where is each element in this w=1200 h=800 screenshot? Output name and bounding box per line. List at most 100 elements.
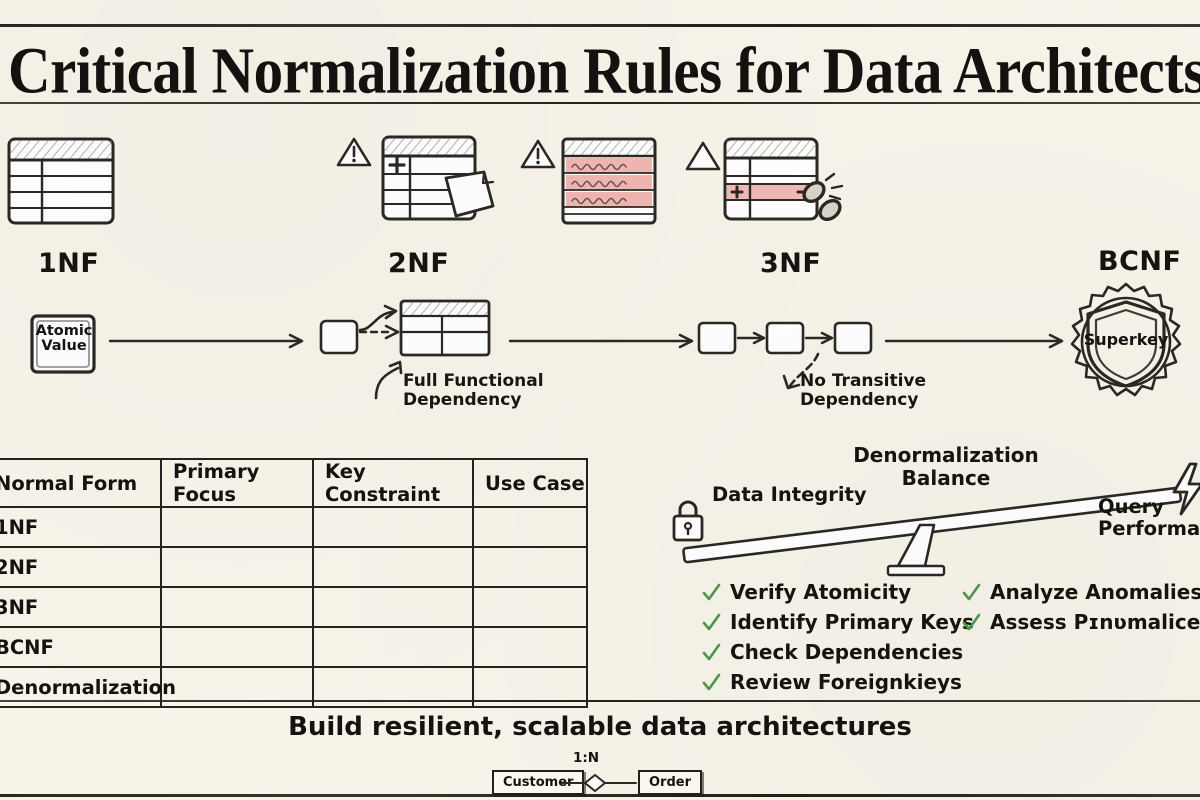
flow-chip-2nf [318,318,360,356]
cell-primary-focus [160,546,314,588]
checklist-item: Assess Pɪnʋmalice [962,610,1200,634]
cell-use-case [472,586,588,628]
flow-arrow-5 [884,332,1074,350]
ntd-hook-arrow [778,352,834,398]
table-row: BCNF [0,626,588,668]
checklist-column-left: Verify Atomicity Identify Primary Keys C… [702,580,974,700]
table-icon [6,136,118,228]
cell-normal-form: Denormalization [0,666,176,708]
annotation-full-functional-dependency: Full Functional Dependency [403,371,544,411]
cell-use-case [472,506,588,548]
table-row: 2NF [0,546,588,588]
ntd-line1: No Transitive [800,371,927,391]
table-row: 1NF [0,506,588,548]
flow-chip-c-highlighted [832,320,874,358]
col-header-use-case: Use Case [472,458,588,508]
flow-table-2nf [398,298,494,360]
check-icon [702,643,721,662]
check-icon [702,673,721,692]
cell-key-constraint [312,586,474,628]
table-row: Denormalization [0,666,588,708]
balance-title-line2: Balance [901,466,991,491]
checklist-item: Review Foreignkieys [702,670,974,694]
checklist-label: Verify Atomicity [730,580,912,604]
col-header-normal-form: Normal Form [0,458,162,508]
ffd-line1: Full Functional [403,371,544,391]
stage-label-1nf: 1NF [38,248,100,279]
checklist-label: Identify Primary Keys [730,610,974,634]
checklist-item: Verify Atomicity [702,580,974,604]
warning-triangle-icon [336,136,372,168]
stage-label-2nf: 2NF [388,248,450,279]
checklist-label: Assess Pɪnʋmalice [990,610,1200,634]
cell-use-case [472,626,588,668]
footer-tagline: Build resilient, scalable data architect… [288,712,912,742]
atomic-value-chip [28,312,100,376]
checklist-label: Review Foreignkieys [730,670,962,694]
er-entity-order: Order [638,770,702,795]
flow-chip-b [764,320,806,358]
balance-title-line1: Denormalization [853,443,1039,467]
balance-title: Denormalization Balance [846,443,1046,491]
check-icon [962,583,981,602]
check-icon [962,613,981,632]
title-bar: Critical Normalization Rules for Data Ar… [0,24,1200,107]
stage-label-bcnf: BCNF [1098,246,1182,277]
stage-label-3nf: 3NF [760,248,822,279]
warning-triangle-icon-3 [685,140,721,172]
seesaw-beam [672,470,1192,578]
check-icon [702,583,721,602]
cell-primary-focus [160,506,314,548]
cell-key-constraint [312,626,474,668]
table-header-row: Normal Form Primary Focus Key Constraint… [0,458,588,508]
table-broken-chain-icon [722,136,850,240]
atomic-value-text: Atomic Value [35,323,93,355]
check-icon [702,613,721,632]
checklist-item: Identify Primary Keys [702,610,974,634]
flow-arrow-2 [508,332,704,350]
bottom-frame-rule [0,794,1200,797]
lock-icon [668,496,708,544]
ntd-line2: Dependency [800,390,919,411]
table-plus-document-icon [380,134,498,234]
lightning-bolt-icon [1168,462,1200,516]
checklist-item: Check Dependencies [702,640,974,664]
cell-key-constraint [312,506,474,548]
checklist-label: Analyze Anomalies [990,580,1200,604]
balance-right-line2: Performance [1098,517,1200,541]
footer-rule [0,700,1200,702]
cell-normal-form: 2NF [0,546,162,588]
flow-chip-a [696,320,738,358]
col-header-key-constraint: Key Constraint [312,458,474,508]
flow-arrow-1 [108,332,312,350]
ffd-hook-arrow [372,356,414,400]
title-rule-top [0,24,1200,27]
title-rule-bottom [0,102,1200,104]
balance-left-label: Data Integrity [712,483,867,506]
comparison-table: Normal Form Primary Focus Key Constraint… [0,458,588,708]
er-connector [561,774,637,792]
superkey-shield-badge [1062,282,1190,404]
er-cardinality-label: 1:N [573,750,600,766]
flow-arrow-4 [804,330,840,346]
cell-use-case [472,666,588,708]
flow-split-arrows [358,300,410,356]
flow-arrow-3 [736,330,772,346]
balance-right-line1: Query [1098,495,1165,518]
checklist-item: Analyze Anomalies [962,580,1200,604]
col-header-primary-focus: Primary Focus [160,458,314,508]
ffd-line2: Dependency [403,390,522,411]
checklist-column-right: Analyze Anomalies Assess Pɪnʋmalice [962,580,1200,640]
warning-triangle-icon-2 [520,138,556,170]
cell-key-constraint [312,546,474,588]
cell-primary-focus [160,586,314,628]
table-row: 3NF [0,586,588,628]
balance-right-label: Query Performance [1098,495,1200,541]
checklist-label: Check Dependencies [730,640,964,664]
cell-normal-form: 1NF [0,506,162,548]
cell-key-constraint [312,666,474,708]
cell-normal-form: 3NF [0,586,162,628]
cell-primary-focus [160,626,314,668]
cell-normal-form: BCNF [0,626,162,668]
